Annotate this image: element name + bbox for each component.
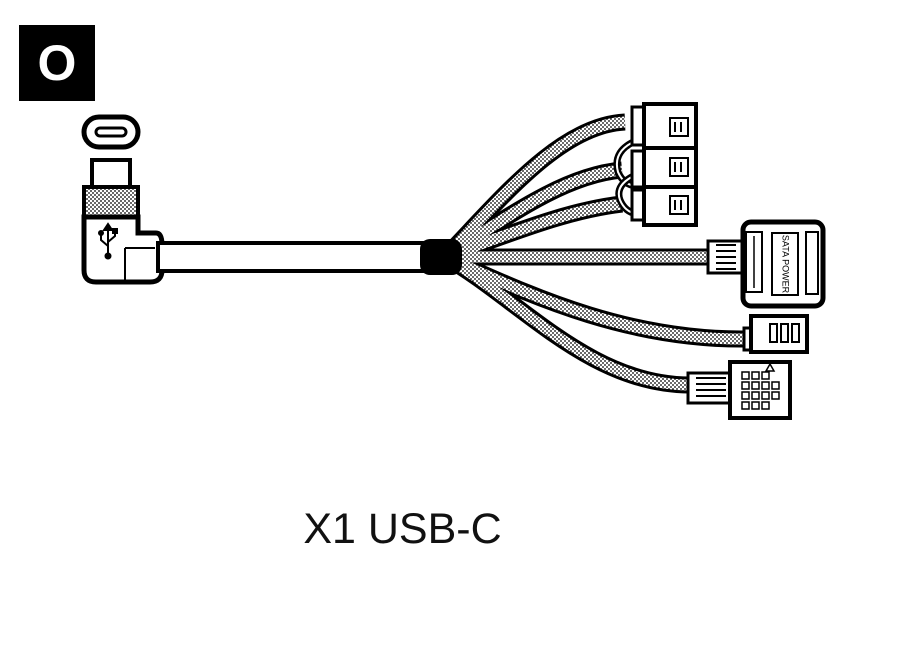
fan-connector-stack <box>613 102 698 227</box>
usb-c-port-icon <box>81 114 141 150</box>
fan-connector-2 <box>630 146 698 192</box>
usb-header-connector <box>686 360 792 420</box>
usb-c-plug <box>81 158 165 285</box>
main-cable <box>156 241 430 273</box>
caption-text: X1 USB-C <box>303 505 502 553</box>
sata-power-label: SATA POWER <box>781 235 791 294</box>
badge-letter: O <box>37 35 77 91</box>
branch-cables <box>438 113 746 394</box>
three-pin-connector <box>742 314 809 354</box>
sata-power-connector: SATA POWER <box>706 219 826 309</box>
fan-connector-1 <box>630 102 698 150</box>
cable-split-junction <box>420 239 462 275</box>
item-letter-badge: O <box>19 25 95 101</box>
fan-connector-3 <box>630 185 698 227</box>
product-caption: X1 USB-C <box>0 505 913 554</box>
usb-trident-icon <box>98 222 118 260</box>
